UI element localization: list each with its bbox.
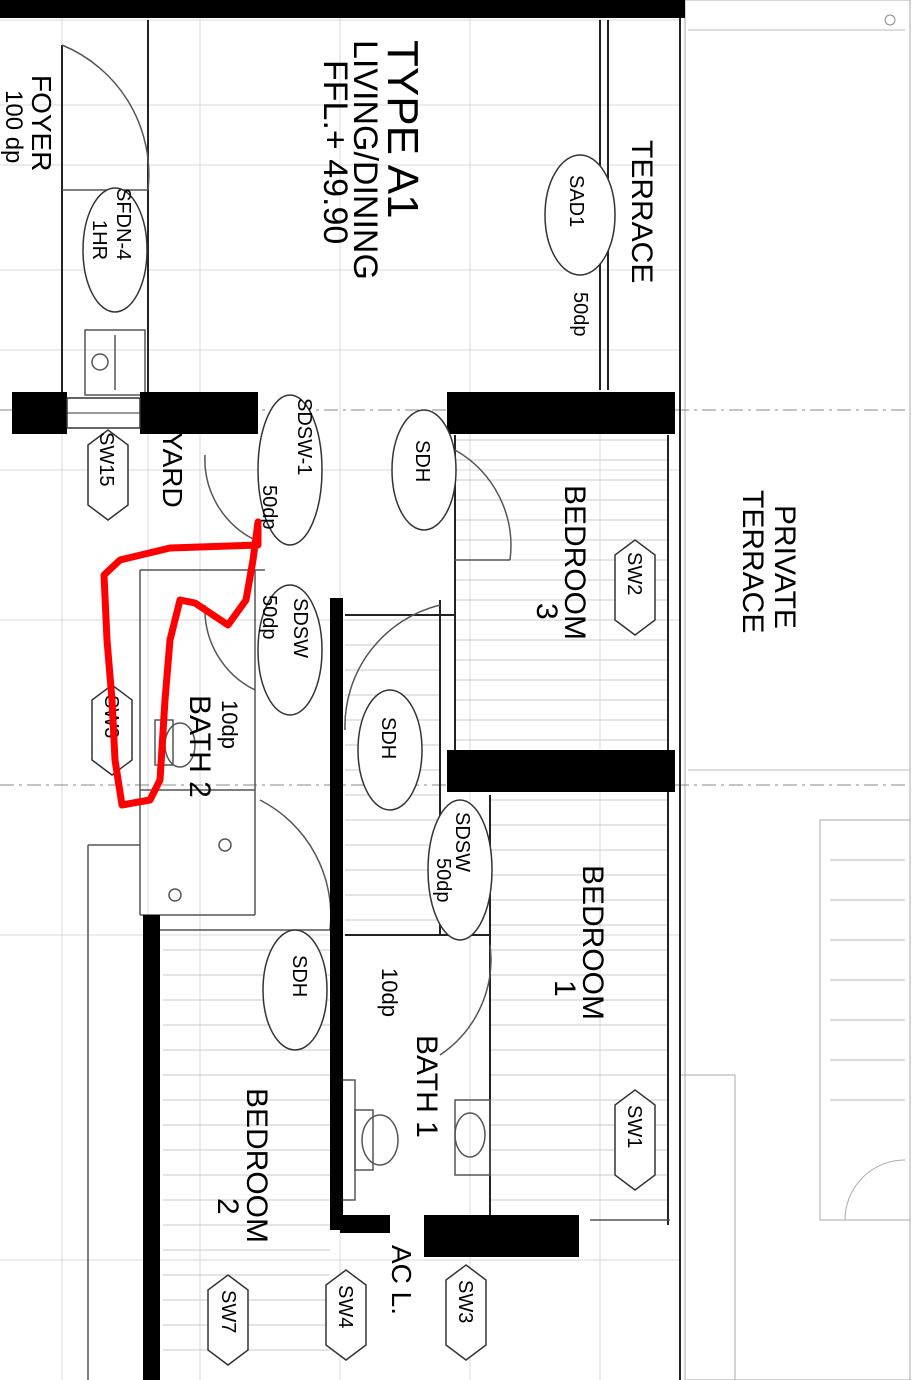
room-bedroom3-line2: 3: [530, 603, 563, 620]
sw7-tag-hex: [207, 1274, 249, 1366]
tag-sdh-bed2: SDH: [288, 955, 310, 997]
door-swings: [61, 44, 512, 1056]
walls: [0, 0, 685, 1380]
sad1-tag-ellipse: [544, 154, 616, 276]
room-terrace: TERRACE: [625, 140, 658, 283]
tag-sw15: SW15: [95, 432, 117, 486]
tag-sfdn4-line1: SFDN-4: [112, 188, 134, 260]
sdsw-bath1-tag-ellipse: [427, 799, 493, 941]
sw4-tag-hex: [325, 1269, 367, 1361]
wall-openings: [66, 397, 141, 429]
sdh-bed3-tag-ellipse: [391, 409, 457, 531]
title-living-dining: LIVING/DINING: [346, 40, 384, 280]
private-terrace-area: [680, 0, 911, 1380]
tag-sw7: SW7: [217, 1290, 239, 1333]
sw3-ac-tag-hex: [445, 1264, 487, 1361]
room-bath1: BATH 1: [410, 1035, 443, 1138]
hex-tags: [87, 429, 656, 1366]
sdh-bed2-tag-ellipse: [262, 929, 328, 1051]
fixtures: [84, 329, 491, 1201]
room-foyer: FOYER: [26, 75, 57, 171]
tag-labels: SFDN-4 1HR SAD1 50dp SDSW-1 50dp SDSW 50…: [88, 175, 645, 1333]
room-private-terrace-line2: TERRACE: [736, 490, 769, 633]
tag-sw1: SW1: [623, 1105, 645, 1148]
sdsw1-tag-ellipse: [257, 394, 323, 546]
sdsw-bath2-tag-ellipse: [257, 584, 323, 716]
tag-sdsw-bath2-dp: 50dp: [258, 595, 280, 640]
tag-sw4: SW4: [334, 1285, 356, 1328]
tag-sdsw1-dp: 50dp: [258, 485, 280, 530]
sdh-mid-tag-ellipse: [357, 689, 423, 811]
red-markup-annotation: [100, 518, 262, 809]
tag-sdsw1: SDSW-1: [293, 398, 315, 475]
tag-sfdn4-line2: 1HR: [88, 220, 110, 260]
title-type: TYPE A1: [378, 40, 427, 219]
title-ffl: FFL.+ 49.90: [316, 60, 354, 244]
grid-axes: [0, 409, 910, 786]
room-bedroom2-line1: BEDROOM: [240, 1088, 273, 1243]
room-bedroom1-line2: 1: [548, 980, 581, 997]
room-bath2: BATH 2: [183, 695, 216, 798]
tag-sw2: SW2: [623, 552, 645, 595]
room-ac-ledge: AC L.: [386, 1245, 417, 1315]
room-foyer-dp: 100 dp: [0, 90, 27, 163]
tag-sdh-bed3: SDH: [411, 440, 433, 482]
tag-sw3-ac: SW3: [454, 1280, 476, 1323]
room-private-terrace-line1: PRIVATE: [768, 505, 801, 629]
sw1-tag-hex: [614, 1089, 656, 1191]
room-bedroom2-line2: 2: [211, 1198, 244, 1215]
sw2-tag-hex: [614, 539, 656, 636]
bedroom2-floor-hatch: [163, 949, 330, 1351]
room-bath1-dp: 10dp: [377, 968, 402, 1017]
tag-sdh-mid: SDH: [377, 717, 399, 759]
tag-sad1-dp: 50dp: [569, 292, 591, 337]
labels: TYPE A1 LIVING/DINING FFL.+ 49.90 FOYER …: [0, 40, 801, 1315]
sw15-tag-hex: [87, 429, 129, 521]
room-yard: YARD: [157, 432, 188, 508]
room-bedroom1-line1: BEDROOM: [576, 865, 609, 1020]
sfdn4-tag-ellipse: [82, 187, 148, 313]
room-bath2-dp: 10dp: [217, 700, 242, 749]
tag-sdsw-bath1: SDSW: [451, 812, 473, 872]
tag-shapes: [82, 154, 616, 1051]
tag-sdsw-bath1-dp: 50dp: [432, 858, 454, 903]
tag-sdsw-bath2: SDSW: [289, 598, 311, 658]
room-bedroom3-line1: BEDROOM: [558, 485, 591, 640]
tag-sad1: SAD1: [565, 175, 587, 227]
